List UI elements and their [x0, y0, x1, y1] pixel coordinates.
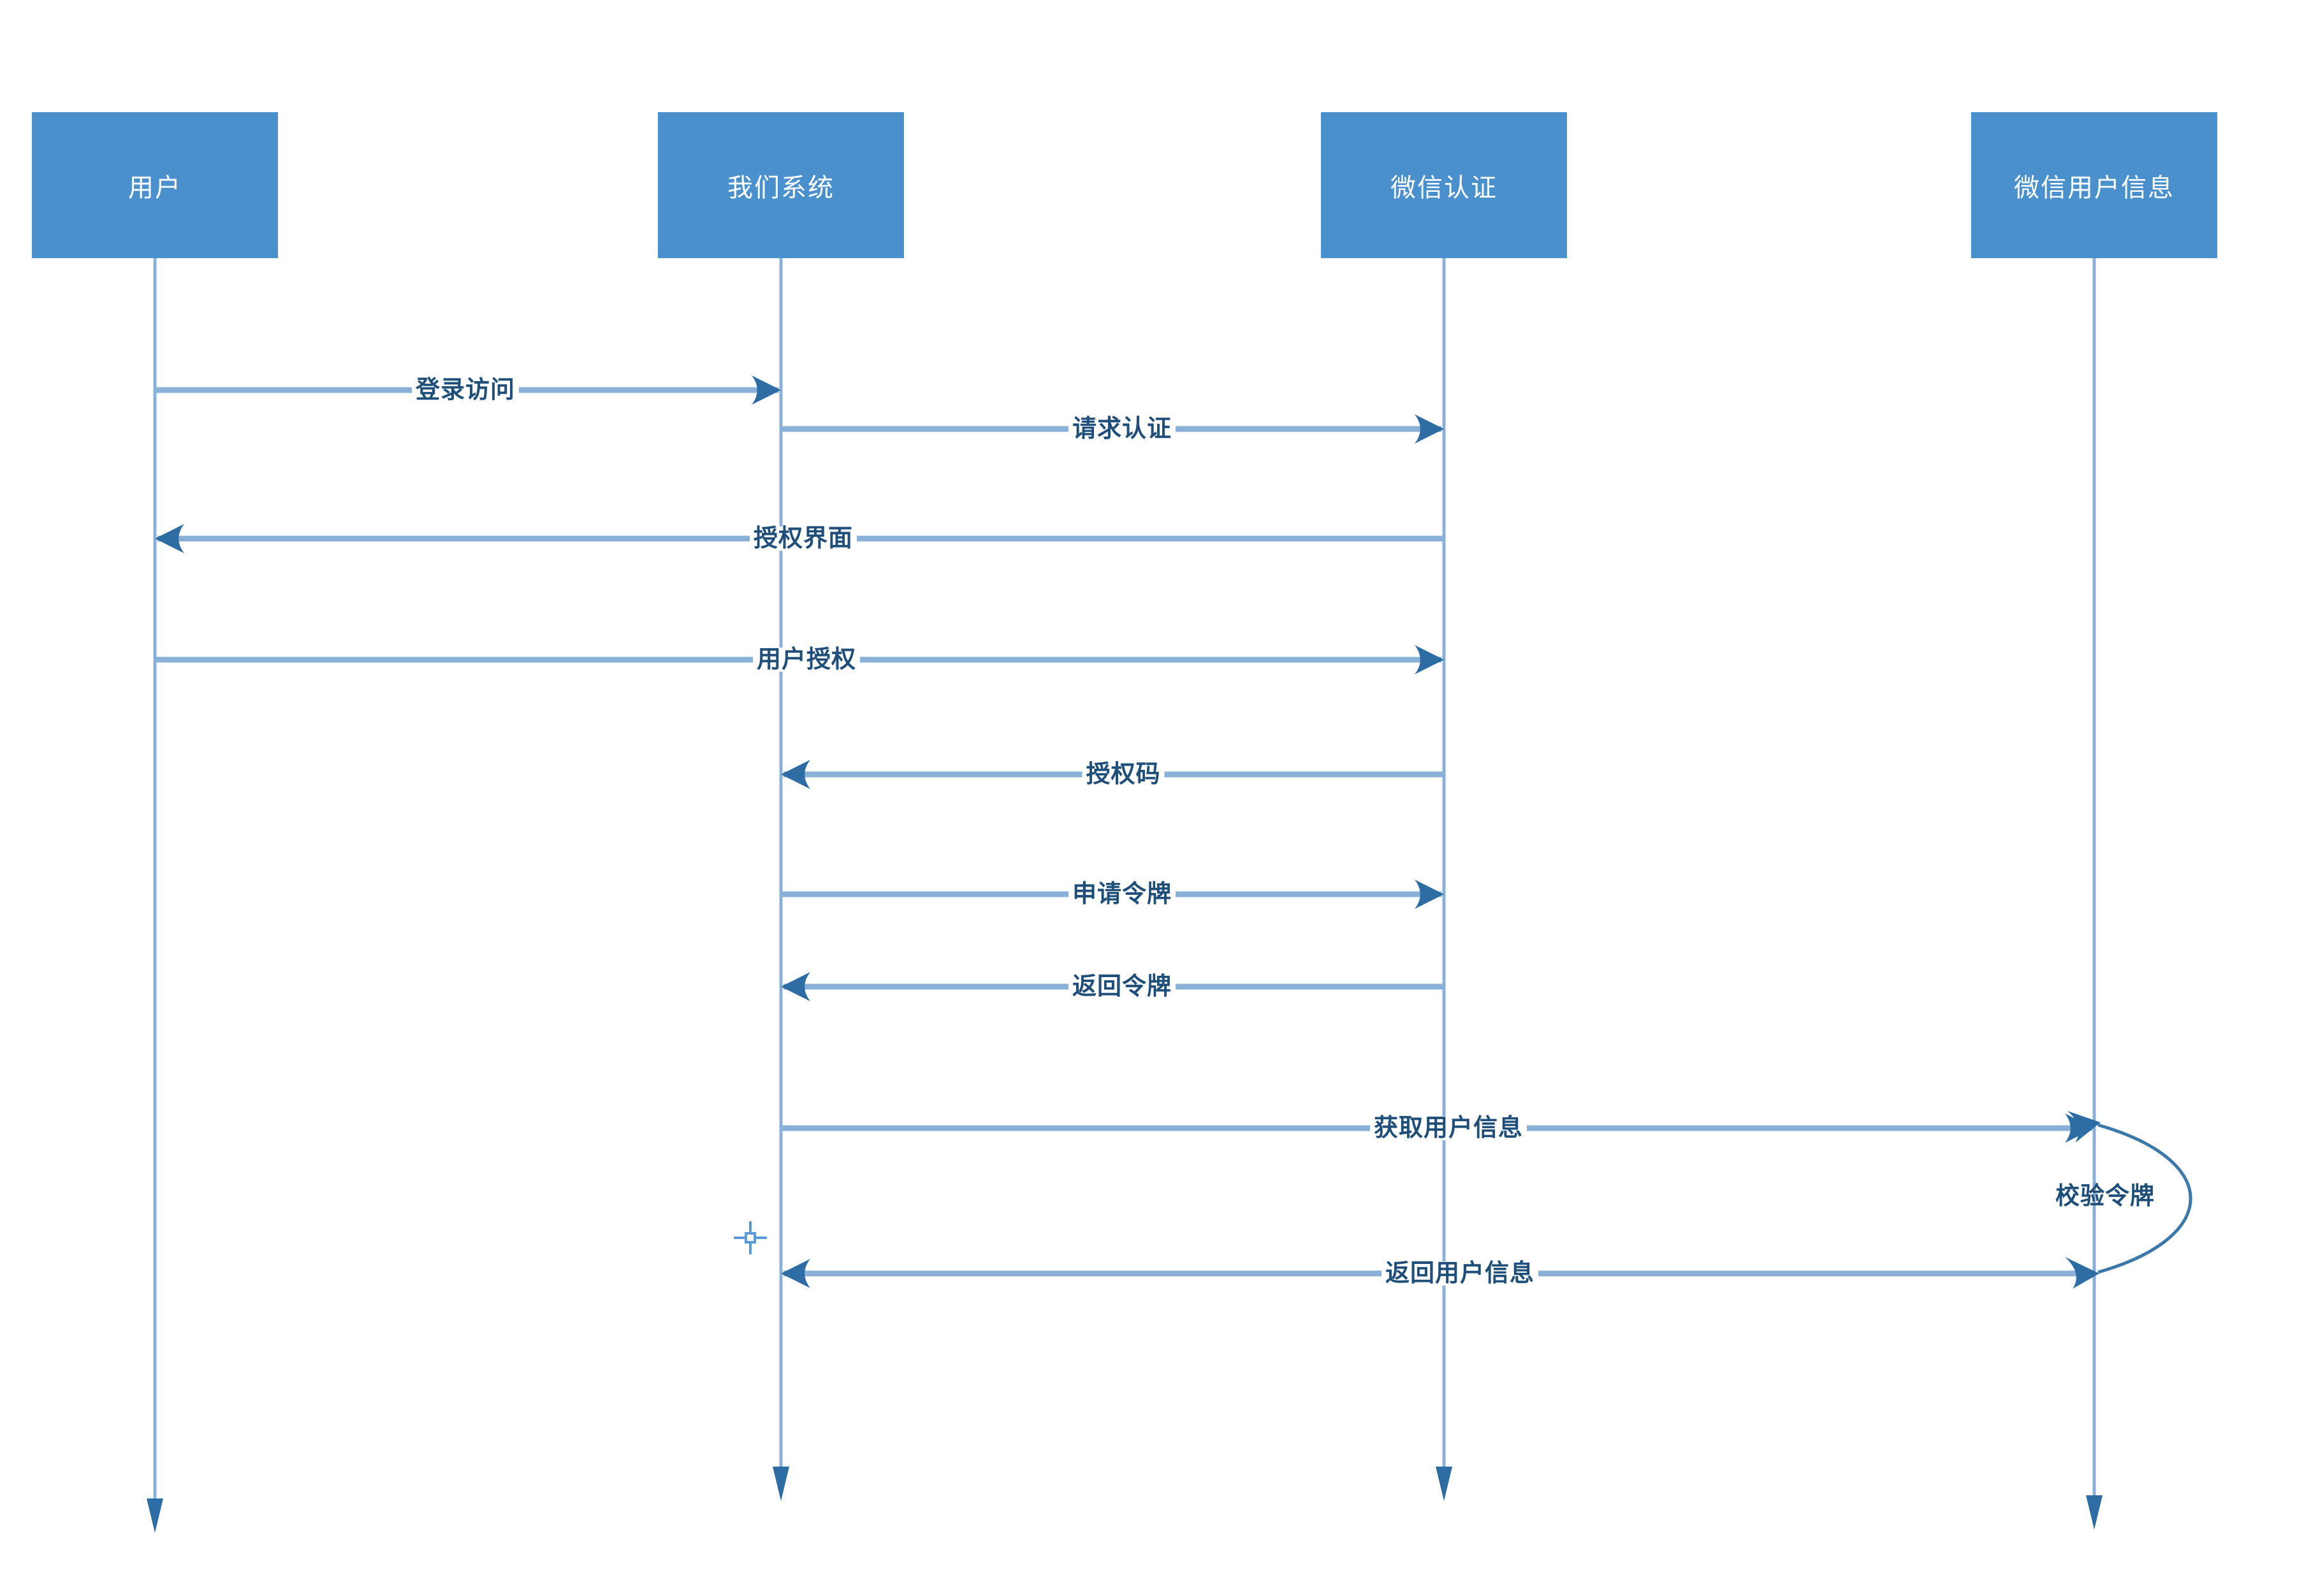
message-label-7: 返回令牌	[1068, 975, 1176, 999]
message-arrowhead-9	[781, 1259, 810, 1288]
participant-box-user[interactable]: 用户	[32, 112, 278, 258]
cursor-marker	[734, 1221, 767, 1254]
self-loop-arrowhead-top	[2067, 1111, 2101, 1143]
message-label-9: 返回用户信息	[1381, 1261, 1539, 1286]
lifeline-end-arrow-wechat_user	[2086, 1495, 2103, 1530]
participant-label-wechat_auth: 微信认证	[1390, 173, 1498, 202]
lifeline-end-arrow-user	[147, 1498, 163, 1533]
message-arrowhead-2	[1415, 414, 1444, 444]
participant-label-our_system: 我们系统	[727, 173, 835, 202]
lifelines-group	[147, 258, 2103, 1533]
message-arrowhead-4	[1415, 645, 1444, 674]
participant-box-wechat_user[interactable]: 微信用户信息	[1971, 112, 2217, 258]
self-loop-group	[2065, 1111, 2192, 1289]
lifeline-end-arrow-our_system	[773, 1467, 789, 1501]
message-label-4: 用户授权	[752, 648, 861, 672]
message-arrowhead-1	[752, 375, 781, 405]
participant-label-wechat_user: 微信用户信息	[2014, 173, 2175, 202]
message-label-5: 授权码	[1082, 762, 1165, 787]
lifeline-end-arrow-wechat_auth	[1436, 1467, 1452, 1501]
message-label-8: 获取用户信息	[1369, 1116, 1527, 1140]
message-label-1: 登录访问	[411, 378, 520, 402]
message-arrowhead-6	[1415, 880, 1444, 909]
participant-box-our_system[interactable]: 我们系统	[658, 112, 904, 258]
message-arrowhead-5	[781, 760, 810, 789]
messages-group	[155, 375, 2094, 1288]
message-label-6: 申请令牌	[1068, 882, 1176, 906]
cursor-center-square	[745, 1232, 756, 1244]
message-label-3: 授权界面	[749, 526, 857, 551]
message-arrowhead-7	[781, 972, 810, 1001]
participant-box-wechat_auth[interactable]: 微信认证	[1321, 112, 1567, 258]
message-arrowhead-3	[155, 524, 184, 553]
participant-label-user: 用户	[128, 173, 182, 202]
self-loop-arrowhead-bottom	[2065, 1257, 2099, 1289]
message-label-2: 请求认证	[1068, 417, 1176, 441]
self-message-label: 校验令牌	[2055, 1183, 2155, 1210]
self-loop-arc[interactable]	[2097, 1123, 2192, 1274]
